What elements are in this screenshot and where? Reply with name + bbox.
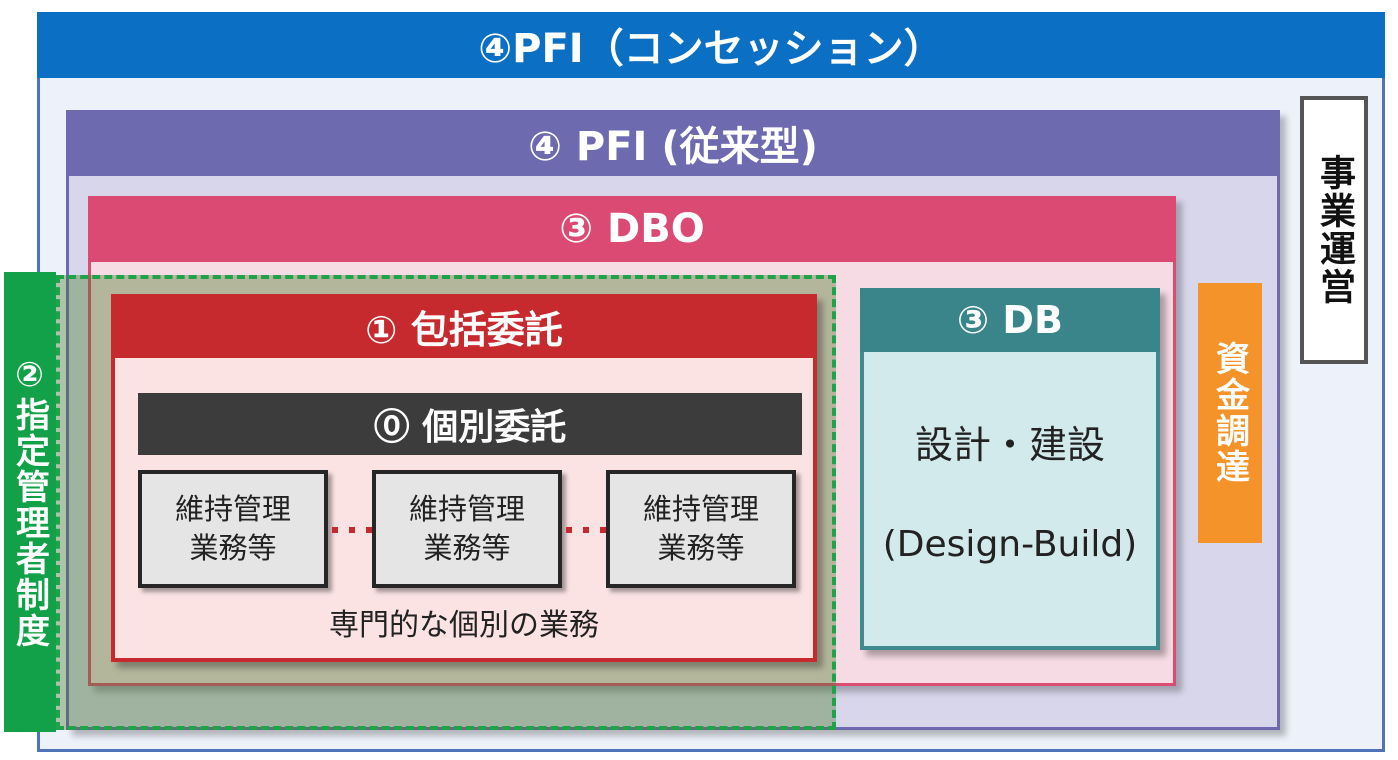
task-line1: 維持管理 <box>642 491 759 526</box>
pfi-concession-header: ④PFI（コンセッション） <box>37 12 1385 78</box>
kobetsu-header: ⓪ 個別委託 <box>138 393 802 455</box>
db-english-term: (Design-Build) <box>882 524 1138 565</box>
jigyo-unei-label: 事業運営 <box>1300 96 1368 364</box>
task-box-3: 維持管理 業務等 <box>606 470 796 588</box>
ellipsis-connector <box>332 522 372 538</box>
task-box-1: 維持管理 業務等 <box>138 470 328 588</box>
shikin-chotatsu-label: 資金調達 <box>1198 283 1262 543</box>
db-description: 設計・建設 <box>914 423 1105 467</box>
pfi-traditional-header: ④ PFI (従来型) <box>66 110 1280 176</box>
task-line2: 業務等 <box>189 531 277 565</box>
task-line1: 維持管理 <box>408 491 525 526</box>
kobetsu-caption: 専門的な個別の業務 <box>329 608 599 643</box>
db-header: ③ DB <box>860 288 1160 352</box>
shitei-kanri-label: ②指定管理者制度 <box>4 272 56 732</box>
ellipsis-connector <box>566 522 606 538</box>
dbo-header: ③ DBO <box>88 196 1176 262</box>
hokatsu-header: ① 包括委託 <box>111 294 817 358</box>
task-line2: 業務等 <box>423 531 511 565</box>
task-line1: 維持管理 <box>174 491 291 526</box>
task-box-2: 維持管理 業務等 <box>372 470 562 588</box>
task-line2: 業務等 <box>657 531 745 565</box>
